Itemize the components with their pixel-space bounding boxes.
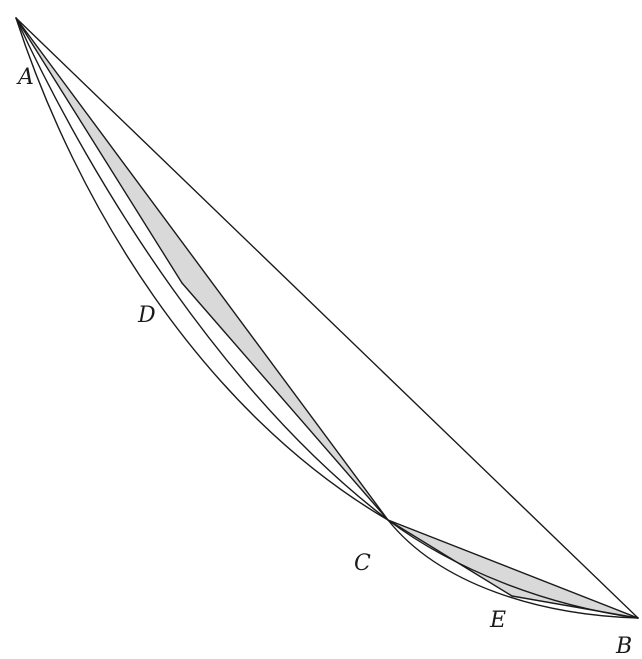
segment-a-d	[15, 17, 183, 284]
chord-a-b	[15, 17, 639, 619]
segment-e-b	[511, 595, 639, 619]
label-point-d: D	[137, 303, 156, 328]
label-point-e: E	[489, 608, 506, 633]
arc-a-c	[15, 17, 389, 521]
segment-d-c	[181, 282, 389, 521]
label-point-b: B	[615, 634, 632, 659]
label-point-a: A	[16, 65, 34, 90]
arc-c-b	[387, 519, 639, 619]
label-point-c: C	[354, 551, 371, 576]
arc-a-c-inner	[15, 17, 389, 521]
chord-c-b	[387, 519, 639, 619]
segment-c-e	[387, 519, 513, 597]
chord-a-c	[15, 17, 389, 521]
